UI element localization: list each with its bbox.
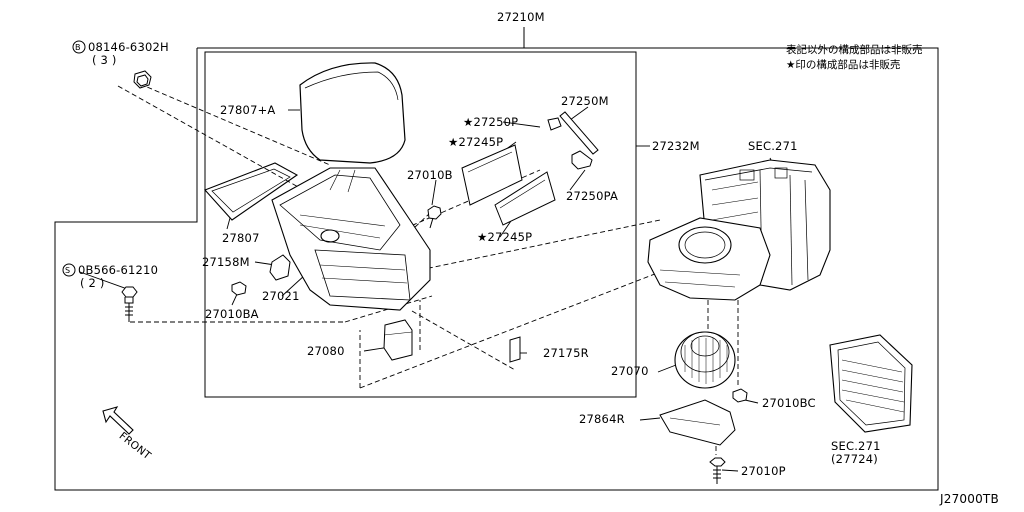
- label-27010b: 27010B: [407, 168, 453, 182]
- star-mark: ★: [463, 115, 474, 129]
- label-27250m: 27250M: [561, 94, 609, 108]
- label-27010ba: 27010BA: [205, 307, 259, 321]
- label-screw-qty: ( 2 ): [80, 276, 105, 290]
- cabin-filter: [829, 334, 913, 433]
- foam-pad: [299, 62, 406, 164]
- label-27245p-bot-text: 27245P: [487, 230, 533, 244]
- label-27245p-bot: ★27245P: [477, 231, 532, 244]
- label-27245p-top-text: 27245P: [458, 135, 504, 149]
- label-27232m: 27232M: [652, 139, 700, 153]
- screw-part: [121, 286, 138, 322]
- label-27864r: 27864R: [579, 412, 625, 426]
- label-27250pa: 27250PA: [566, 189, 619, 203]
- screw-marker-circle: [62, 263, 76, 277]
- label-sec271-bot: SEC.271: [831, 439, 881, 453]
- intake-housing: [271, 167, 431, 311]
- bolt-marker-circle: [72, 40, 86, 54]
- label-27807: 27807: [222, 231, 260, 245]
- label-27080: 27080: [307, 344, 345, 358]
- star-mark: ★: [477, 230, 488, 244]
- screw-marker: S: [65, 266, 71, 275]
- label-bolt-qty: ( 3 ): [92, 53, 117, 67]
- label-27175r: 27175R: [543, 346, 589, 360]
- inner-boundary: [204, 51, 637, 398]
- label-screw-part: 0B566-61210: [78, 263, 159, 277]
- label-27021: 27021: [262, 289, 300, 303]
- note-line1: 表記以外の構成部品は非販売: [786, 44, 923, 56]
- label-27158m: 27158M: [202, 255, 250, 269]
- label-27010bc: 27010BC: [762, 396, 816, 410]
- front-arrow-icon: [102, 406, 134, 435]
- label-27250p: ★27250P: [463, 116, 518, 129]
- label-27245p-top: ★27245P: [448, 136, 503, 149]
- label-27070: 27070: [611, 364, 649, 378]
- star-mark: ★: [448, 135, 459, 149]
- label-27250p-text: 27250P: [473, 115, 519, 129]
- filter-parts: [461, 111, 599, 226]
- label-sec271-bot-sub: (27724): [831, 452, 878, 466]
- label-27010p: 27010P: [741, 464, 786, 478]
- blower-case: [647, 217, 771, 301]
- small-parts-left: [231, 205, 442, 361]
- note-line2: ★印の構成部品は非販売: [786, 59, 901, 71]
- outer-boundary: [54, 47, 939, 491]
- gasket-frame: [204, 162, 299, 221]
- label-27210m: 27210M: [497, 10, 545, 24]
- label-bolt-part: 08146-6302H: [88, 40, 169, 54]
- small-parts-right: [509, 336, 748, 484]
- bolt-marker: B: [75, 43, 81, 52]
- diagram-id: J27000TB: [940, 492, 999, 506]
- label-27807a: 27807+A: [220, 103, 276, 117]
- blower-motor: [674, 331, 736, 389]
- label-sec271-top: SEC.271: [748, 139, 798, 153]
- bolt-part: [133, 70, 152, 89]
